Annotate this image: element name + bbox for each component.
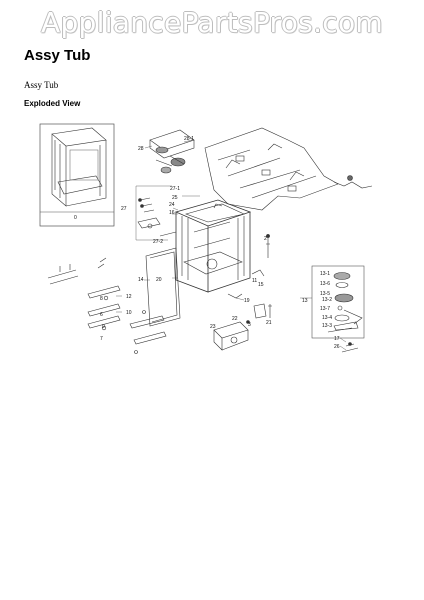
inset-assembly-box[interactable] <box>39 123 115 227</box>
callout-9: 9 <box>102 324 105 330</box>
callout-19: 19 <box>244 298 250 304</box>
part-cable[interactable] <box>333 175 373 189</box>
callout-16: 16 <box>169 210 175 216</box>
watermark-logo: AppliancePartsPros.com <box>41 6 383 39</box>
callout-13-1: 13-1 <box>320 271 330 277</box>
callout-15: 15 <box>258 282 264 288</box>
part-28-hardware[interactable] <box>149 129 195 174</box>
callout-7: 7 <box>100 336 103 342</box>
callout-13: 13 <box>302 298 308 304</box>
part-14-gasket[interactable] <box>145 247 181 327</box>
view-label: Exploded View <box>24 99 81 108</box>
callout-27-2: 27-2 <box>153 239 163 245</box>
callout-28-1: 28-1 <box>184 136 194 142</box>
inset-label: 0 <box>74 215 77 221</box>
callout-20: 20 <box>156 277 162 283</box>
callout-13-7: 13-7 <box>320 306 330 312</box>
part-24-16-fasteners[interactable] <box>137 197 177 237</box>
callout-6: 6 <box>100 312 103 318</box>
callout-27: 27 <box>121 206 127 212</box>
section-label: Assy Tub <box>24 80 59 90</box>
callout-13-4: 13-4 <box>322 315 332 321</box>
callout-13-2: 13-2 <box>322 297 332 303</box>
callout-23: 23 <box>210 324 216 330</box>
callout-13-6: 13-6 <box>320 281 330 287</box>
part-base-brackets[interactable] <box>213 303 272 351</box>
callout-24: 24 <box>169 202 175 208</box>
top-panel-sheet[interactable] <box>204 127 339 211</box>
callout-21: 21 <box>266 320 272 326</box>
callout-11: 11 <box>252 278 257 284</box>
callout-14: 14 <box>138 277 144 283</box>
callout-17: 17 <box>334 336 340 342</box>
callout-28: 28 <box>138 146 144 152</box>
callout-13-3: 13-3 <box>322 323 332 329</box>
main-tub[interactable] <box>174 199 252 293</box>
callout-26: 26 <box>334 344 340 350</box>
callout-22: 22 <box>232 316 238 322</box>
page-title: Assy Tub <box>24 47 91 64</box>
callout-3: 3 <box>248 322 251 328</box>
callout-12: 12 <box>126 294 132 300</box>
callout-27-1: 27-1 <box>170 186 180 192</box>
part-rails-left[interactable] <box>47 257 167 354</box>
callout-10: 10 <box>126 310 132 316</box>
callout-2: 2 <box>264 236 267 242</box>
callout-13-5: 13-5 <box>320 291 330 297</box>
part-spray-arm[interactable] <box>341 309 363 353</box>
part-19-hose[interactable] <box>227 234 270 299</box>
callout-25: 25 <box>172 195 178 201</box>
part-13-spray-assembly[interactable] <box>311 265 365 339</box>
callout-8: 8 <box>100 296 103 302</box>
